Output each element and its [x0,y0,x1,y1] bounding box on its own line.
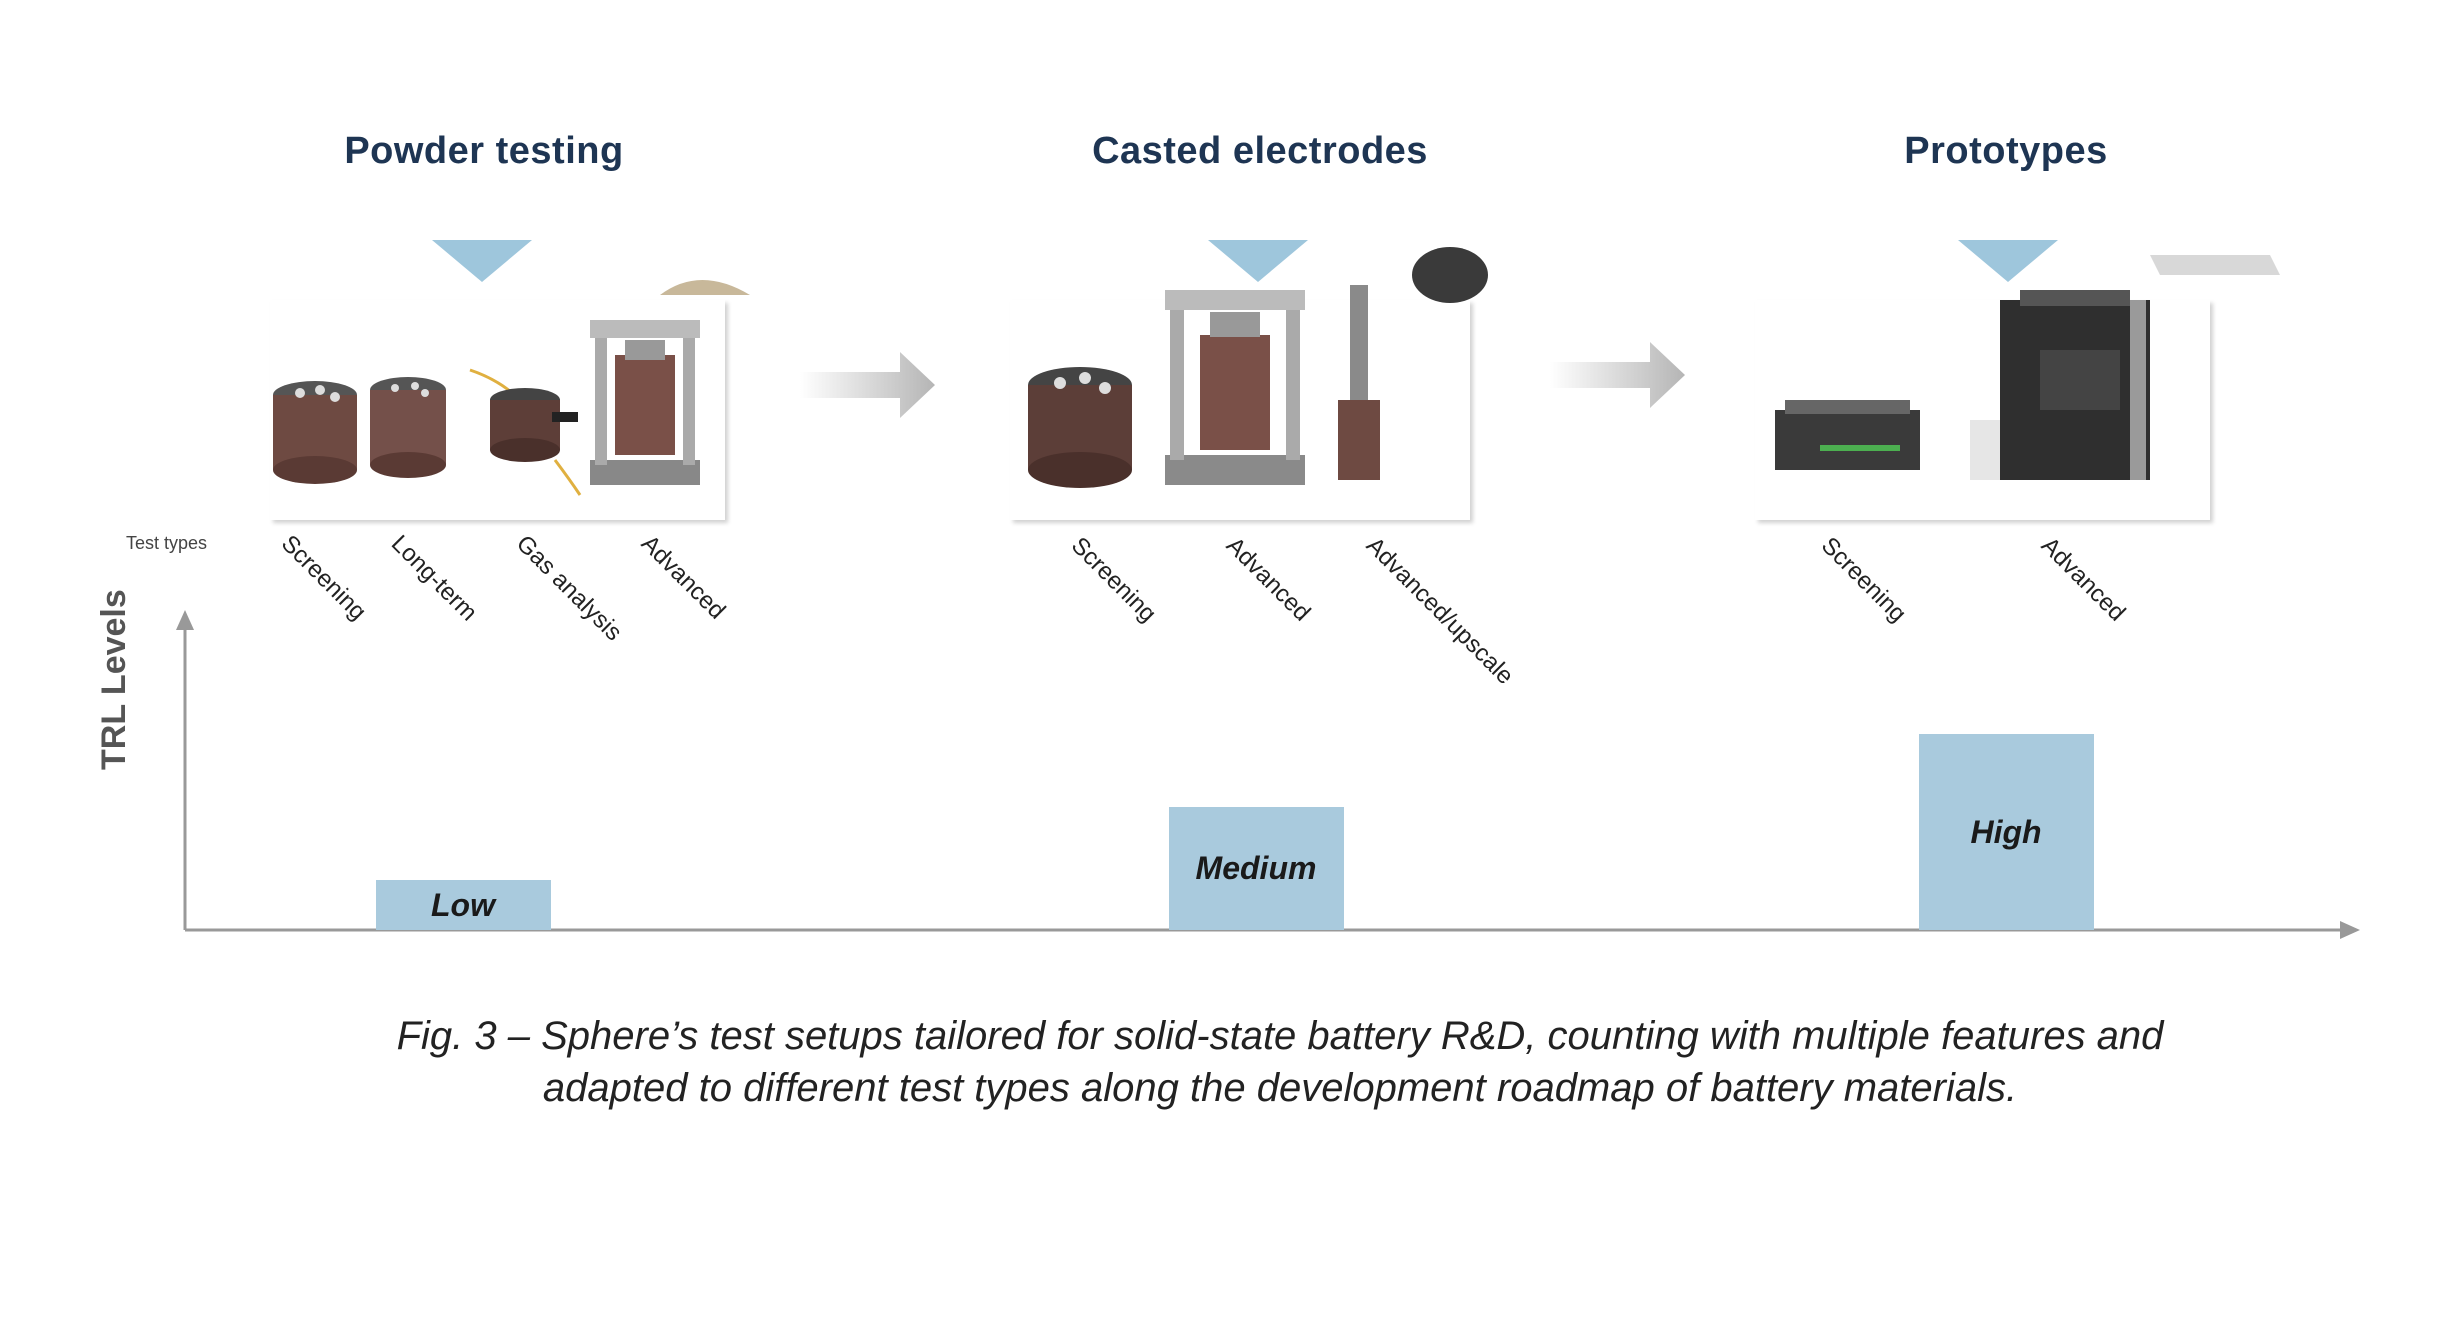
powder-testing-devices-illustration [273,280,750,496]
right-arrow-icon [1550,342,1685,408]
section-title-prototypes: Prototypes [1904,130,2108,172]
section-title-casted-electrodes: Casted electrodes [1092,130,1428,172]
casted-electrodes-devices-illustration [1028,247,1488,488]
coin-cell-icon [1412,247,1488,303]
trl-bar-label: High [1970,813,2042,850]
advanced-upscale-cell-icon [1338,285,1380,480]
caption-line-1: Fig. 3 – Sphere’s test setups tailored f… [396,1014,2164,1058]
advanced-rig-icon [1970,290,2150,480]
screening-cell-icon [273,381,357,484]
caption-line-2: adapted to different test types along th… [542,1066,2018,1110]
pouch-cell-icon [2150,255,2280,275]
trl-bar-high: High [1918,734,2094,930]
trl-bar-medium: Medium [1168,807,1344,930]
screening-cell-icon [1028,367,1132,488]
prototypes-devices-illustration [1775,255,2280,480]
section-marker-triangle [432,240,532,282]
y-axis-title: TRL Levels [95,589,133,770]
screening-pouch-holder-icon [1775,400,1920,470]
x-axis-arrowhead [2340,921,2360,939]
trl-bar-label: Low [431,886,495,923]
advanced-press-icon [590,320,700,485]
right-arrow-icon [800,352,935,418]
test-types-label: Test types [126,533,208,553]
y-axis-arrowhead [176,610,194,630]
gas-analysis-cell-icon [469,368,582,496]
powder-pile-icon [660,280,750,295]
section-title-powder-testing: Powder testing [344,130,624,172]
long-term-cell-icon [370,377,446,478]
section-marker-triangle [1958,240,2058,282]
figure-caption: Fig. 3 – Sphere’s test setups tailored f… [300,1010,2260,1114]
advanced-press-icon [1165,290,1305,485]
trl-bar-low: Low [375,880,551,930]
trl-chart-axes [176,610,2360,939]
section-marker-triangle [1208,240,1308,282]
trl-bar-label: Medium [1195,850,1317,886]
